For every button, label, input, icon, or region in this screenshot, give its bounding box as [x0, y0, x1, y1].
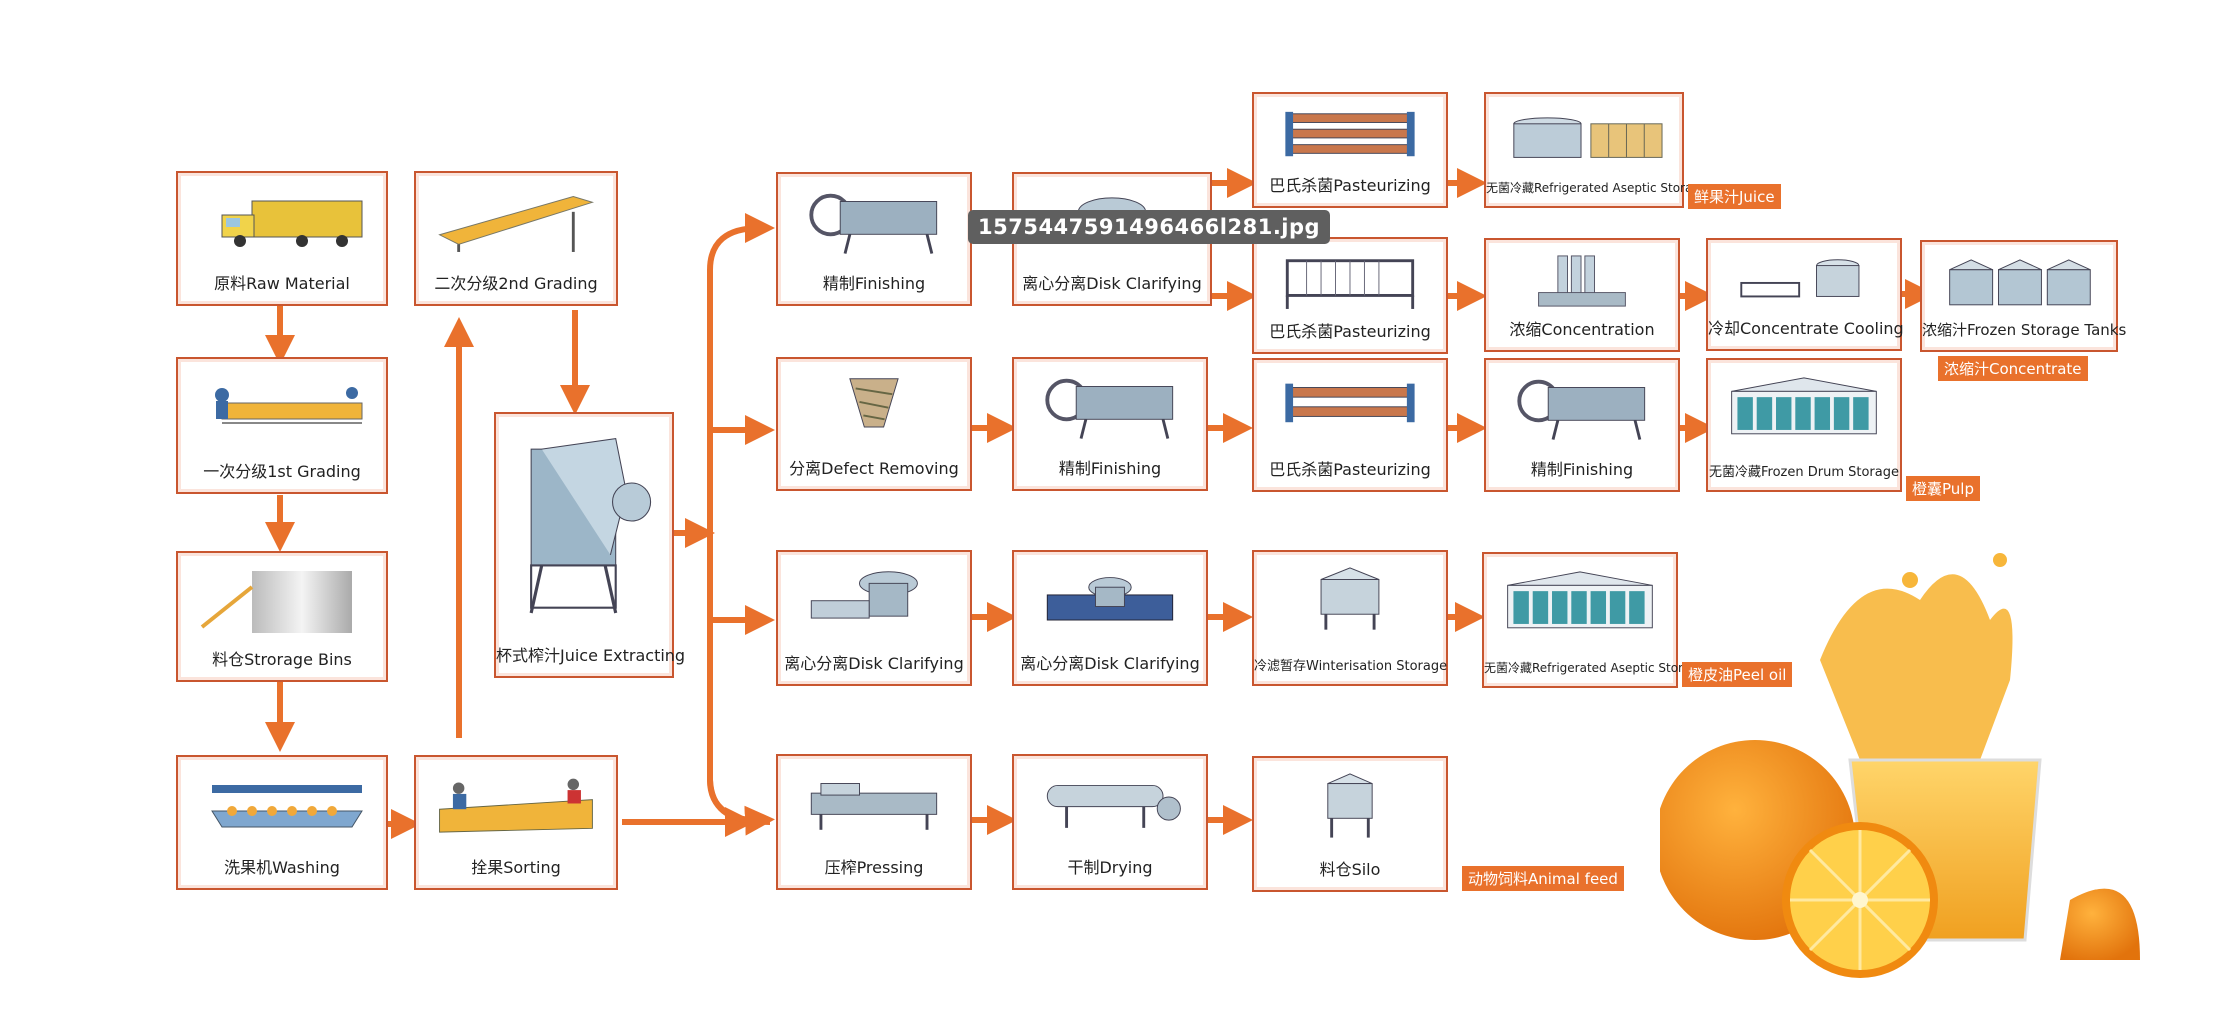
- press-machine-icon: [810, 783, 938, 830]
- grading-machine-icon: [438, 196, 595, 252]
- filename-tooltip: 1575447591496466l281.jpg: [968, 210, 1331, 244]
- step-label: 无菌冷藏Refrigerated Aseptic Storage: [1486, 181, 1708, 195]
- arrow-trunk-to-finishing: [707, 213, 775, 825]
- washing-machine-icon: [211, 785, 363, 828]
- step-silo: 料仓Silo: [1252, 756, 1448, 892]
- output-tag-peel-oil: 橙皮油Peel oil: [1682, 662, 1793, 687]
- orange-juice-illustration: [1660, 553, 2140, 978]
- output-tag-concentrate: 浓缩汁Concentrate: [1938, 356, 2088, 381]
- step-label: 无菌冷藏Refrigerated Aseptic Storage: [1484, 661, 1706, 675]
- step-label: 分离Defect Removing: [789, 459, 959, 478]
- step-label: 压榨Pressing: [824, 858, 924, 877]
- output-tag-pulp: 橙囊Pulp: [1906, 476, 1980, 501]
- step-pasteurizing-1: 巴氏杀菌Pasteurizing: [1252, 92, 1448, 208]
- step-label: 料仓Silo: [1319, 860, 1381, 879]
- drum-warehouse-icon: [1507, 571, 1653, 629]
- step-storage-bins: 料仓Strorage Bins: [176, 551, 388, 682]
- step-label: 巴氏杀菌Pasteurizing: [1269, 176, 1431, 195]
- step-finishing-3: 精制Finishing: [1484, 358, 1680, 492]
- separator-icon: [1046, 577, 1174, 621]
- output-tag-animal-feed: 动物饲料Animal feed: [1462, 866, 1624, 891]
- step-raw-material: 原料Raw Material: [176, 171, 388, 306]
- storage-tanks-icon: [1949, 259, 2091, 306]
- step-label: 拴果Sorting: [471, 858, 561, 877]
- step-2nd-grading: 二次分级2nd Grading: [414, 171, 618, 306]
- step-concentrate-cooling: 冷却Concentrate Cooling: [1706, 238, 1904, 351]
- step-label: 二次分级2nd Grading: [434, 274, 598, 293]
- pasteurizer-icon: [1285, 111, 1415, 157]
- step-pasteurizing-3: 巴氏杀菌Pasteurizing: [1252, 358, 1448, 492]
- step-disk-clarifying-3: 离心分离Disk Clarifying: [1012, 550, 1208, 686]
- step-winterisation-storage: 冷滤暂存Winterisation Storage: [1252, 550, 1448, 686]
- evaporator-icon: [1538, 255, 1626, 307]
- step-label: 冷却Concentrate Cooling: [1708, 319, 1904, 338]
- step-label: 干制Drying: [1067, 858, 1153, 877]
- step-label: 巴氏杀菌Pasteurizing: [1269, 460, 1431, 479]
- step-washing: 洗果机Washing: [176, 755, 388, 890]
- juice-extractor-icon: [529, 437, 652, 614]
- step-label: 精制Finishing: [1530, 460, 1634, 479]
- step-drying: 干制Drying: [1012, 754, 1208, 890]
- step-label: 浓缩汁Frozen Storage Tanks: [1922, 321, 2127, 339]
- step-label: 杯式榨汁Juice Extracting: [496, 646, 686, 665]
- step-finishing-2: 精制Finishing: [1012, 357, 1208, 491]
- step-label: 原料Raw Material: [214, 274, 350, 293]
- aseptic-storage-icon: [1513, 117, 1663, 158]
- output-tag-juice: 鲜果汁Juice: [1688, 184, 1781, 209]
- step-disk-clarifying-2: 离心分离Disk Clarifying: [776, 550, 972, 686]
- step-refrigerated-aseptic-1: 无菌冷藏Refrigerated Aseptic Storage: [1484, 92, 1708, 208]
- sorting-table-icon: [439, 778, 593, 833]
- dryer-drum-icon: [1046, 784, 1181, 828]
- cooling-tank-icon: [1740, 259, 1860, 298]
- step-label: 离心分离Disk Clarifying: [1020, 654, 1200, 673]
- finisher-machine-icon: [1517, 379, 1646, 440]
- step-label: 离心分离Disk Clarifying: [784, 654, 964, 673]
- finisher-machine-icon: [809, 193, 938, 254]
- step-label: 无菌冷藏Frozen Drum Storage: [1709, 465, 1899, 480]
- step-label: 料仓Strorage Bins: [212, 650, 352, 669]
- cyclone-separator-icon: [849, 378, 899, 428]
- step-sorting: 拴果Sorting: [414, 755, 618, 890]
- step-pressing: 压榨Pressing: [776, 754, 972, 890]
- step-juice-extracting: 杯式榨汁Juice Extracting: [494, 412, 686, 678]
- pasteurizer-icon: [1285, 383, 1415, 423]
- silo-icon: [1327, 773, 1373, 838]
- step-label: 巴氏杀菌Pasteurizing: [1269, 322, 1431, 341]
- step-label: 冷滤暂存Winterisation Storage: [1254, 659, 1448, 674]
- step-frozen-storage-tanks: 浓缩汁Frozen Storage Tanks: [1920, 240, 2127, 352]
- truck-icon: [221, 200, 363, 247]
- winterisation-tank-icon: [1320, 567, 1380, 630]
- plate-pasteurizer-icon: [1285, 259, 1415, 309]
- step-label: 一次分级1st Grading: [203, 462, 361, 481]
- step-pasteurizing-2: 巴氏杀菌Pasteurizing: [1252, 237, 1448, 354]
- step-label: 洗果机Washing: [224, 858, 340, 877]
- finisher-machine-icon: [1045, 378, 1174, 439]
- drum-warehouse-icon: [1731, 377, 1877, 435]
- step-label: 精制Finishing: [822, 274, 926, 293]
- step-defect-removing: 分离Defect Removing: [776, 357, 972, 491]
- step-concentration: 浓缩Concentration: [1484, 238, 1680, 352]
- step-frozen-drum-storage: 无菌冷藏Frozen Drum Storage: [1706, 358, 1902, 492]
- grading-conveyor-icon: [215, 387, 363, 424]
- step-label: 精制Finishing: [1058, 459, 1162, 478]
- step-1st-grading: 一次分级1st Grading: [176, 357, 388, 494]
- storage-bin-icon: [200, 571, 352, 633]
- step-refrigerated-aseptic-2: 无菌冷藏Refrigerated Aseptic Storage: [1482, 552, 1706, 688]
- centrifuge-icon: [810, 571, 918, 619]
- step-label: 浓缩Concentration: [1509, 320, 1655, 339]
- arrow-trunk-to-pressing: [707, 779, 775, 836]
- step-finishing-1: 精制Finishing: [776, 172, 972, 306]
- step-label: 离心分离Disk Clarifying: [1022, 274, 1202, 293]
